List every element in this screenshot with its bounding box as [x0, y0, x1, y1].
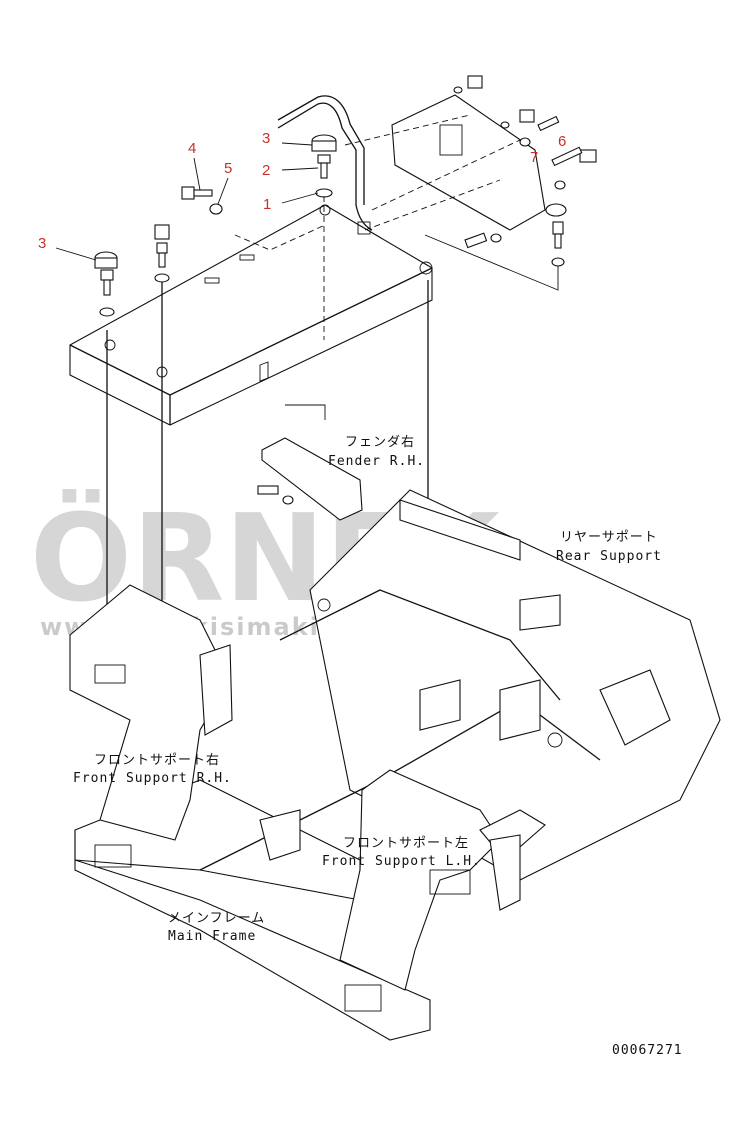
label-rear-jp: リヤーサポート	[560, 530, 658, 545]
callout-3-left: 3	[38, 235, 46, 252]
label-fender-en: Fender R.H.	[328, 454, 425, 469]
callout-6: 6	[558, 133, 566, 150]
label-main-en: Main Frame	[168, 929, 256, 944]
front-support-rh	[69, 584, 233, 841]
label-rear-en: Rear Support	[556, 549, 662, 564]
bolt-stack-left	[94, 251, 118, 660]
bolt-stack-left2	[154, 224, 170, 630]
front-support-lh	[339, 769, 546, 991]
callout-5: 5	[224, 160, 232, 177]
callout-1: 1	[263, 196, 271, 213]
bolt-left	[181, 186, 223, 215]
callout-2: 2	[262, 162, 270, 179]
drawing-number: 00067271	[612, 1043, 683, 1058]
label-front-rh-en: Front Support R.H.	[73, 771, 232, 786]
callout-4: 4	[188, 140, 196, 157]
label-front-lh-en: Front Support L.H.	[322, 854, 481, 869]
label-main-jp: メインフレーム	[168, 911, 265, 926]
bolt-stack-center	[311, 134, 337, 340]
label-front-rh-jp: フロントサポート右	[94, 753, 220, 768]
fender-bracket	[257, 404, 363, 521]
label-fender-jp: フェンダ右	[345, 435, 415, 450]
rear-bracket	[344, 94, 546, 231]
callout-3-center: 3	[262, 130, 270, 147]
callout-7: 7	[530, 149, 538, 166]
callouts: 1 2 3 3 4 5 6 7	[38, 130, 566, 261]
bolts-right	[424, 75, 597, 520]
frame-brackets	[259, 594, 561, 861]
label-front-lh-jp: フロントサポート左	[343, 836, 469, 851]
part-labels: フェンダ右 Fender R.H. リヤーサポート Rear Support フ…	[73, 435, 683, 1058]
fender-plate	[69, 204, 433, 426]
